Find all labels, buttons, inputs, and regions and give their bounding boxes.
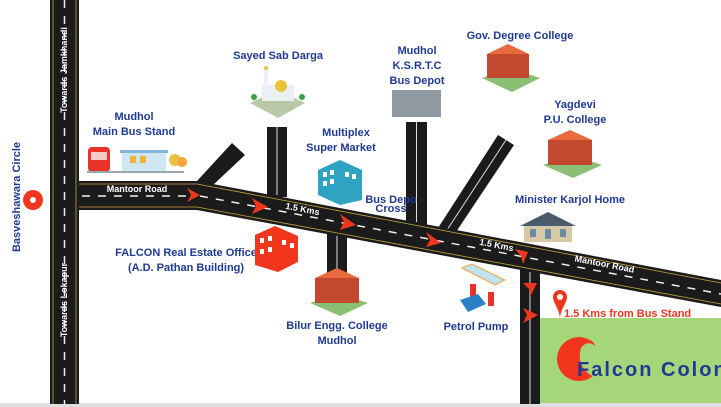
bilur-label: Bilur Engg. College	[286, 320, 387, 332]
bus-depot-icon	[392, 90, 441, 117]
distance-note: 1.5 Kms from Bus Stand	[564, 308, 691, 320]
gov-college-label: Gov. Degree College	[467, 30, 574, 42]
ksrtc-label: Bus Depot	[390, 75, 445, 87]
college-icon	[543, 130, 602, 178]
arrow-icon	[515, 249, 528, 264]
location-marker-icon	[23, 190, 43, 210]
junction-label: Bus Depo	[365, 194, 417, 206]
building-icon	[318, 160, 362, 205]
falcon-office-label: (A.D. Pathan Building)	[128, 262, 244, 274]
yagdevi-label: P.U. College	[544, 114, 607, 126]
roads	[50, 0, 721, 404]
ksrtc-label: Mudhol	[397, 45, 436, 57]
road-label-mantoor: Mantoor Road	[107, 184, 168, 194]
karjol-label: Minister Karjol Home	[515, 194, 625, 206]
road-stub	[197, 143, 245, 186]
darga-label: Sayed Sab Darga	[233, 50, 324, 62]
bus-stand-icon	[87, 147, 187, 173]
ksrtc-label: K.S.R.T.C	[393, 60, 442, 72]
office-building-icon	[255, 226, 298, 272]
petrol-pump-label: Petrol Pump	[444, 321, 509, 333]
route-arrows	[187, 188, 538, 323]
falcon-colony-title: Falcon Colony	[577, 359, 721, 381]
yagdevi-label: Yagdevi	[554, 99, 596, 111]
bus-stand-label: Mudhol	[114, 111, 153, 123]
road-yagdevi	[438, 135, 514, 232]
arrow-icon	[340, 214, 356, 230]
mosque-icon	[250, 66, 305, 118]
bus-stand-label: Main Bus Stand	[93, 126, 176, 138]
multiplex-label: Super Market	[306, 142, 376, 154]
bottom-border	[0, 403, 721, 407]
arrow-icon	[523, 308, 538, 323]
map-pin-icon	[553, 290, 567, 319]
falcon-logo-icon	[556, 337, 595, 382]
college-icon	[482, 44, 540, 92]
house-icon	[520, 212, 576, 242]
multiplex-label: Multiplex	[322, 127, 371, 139]
arrow-icon	[252, 198, 268, 214]
college-icon	[310, 268, 368, 316]
arrow-icon	[523, 283, 537, 297]
road-label-south: Towards Lokapur	[59, 262, 69, 337]
petrol-pump-icon	[460, 263, 507, 312]
road-label-north: Towards Jamkhandi	[59, 27, 69, 113]
arrow-icon	[426, 232, 441, 247]
falcon-office-label: FALCON Real Estate Office	[115, 247, 257, 259]
bilur-label: Mudhol	[317, 335, 356, 347]
circle-label: Basveshawara Circle	[11, 142, 23, 252]
junction-label: Cross	[375, 203, 406, 215]
arrow-icon	[187, 188, 200, 202]
